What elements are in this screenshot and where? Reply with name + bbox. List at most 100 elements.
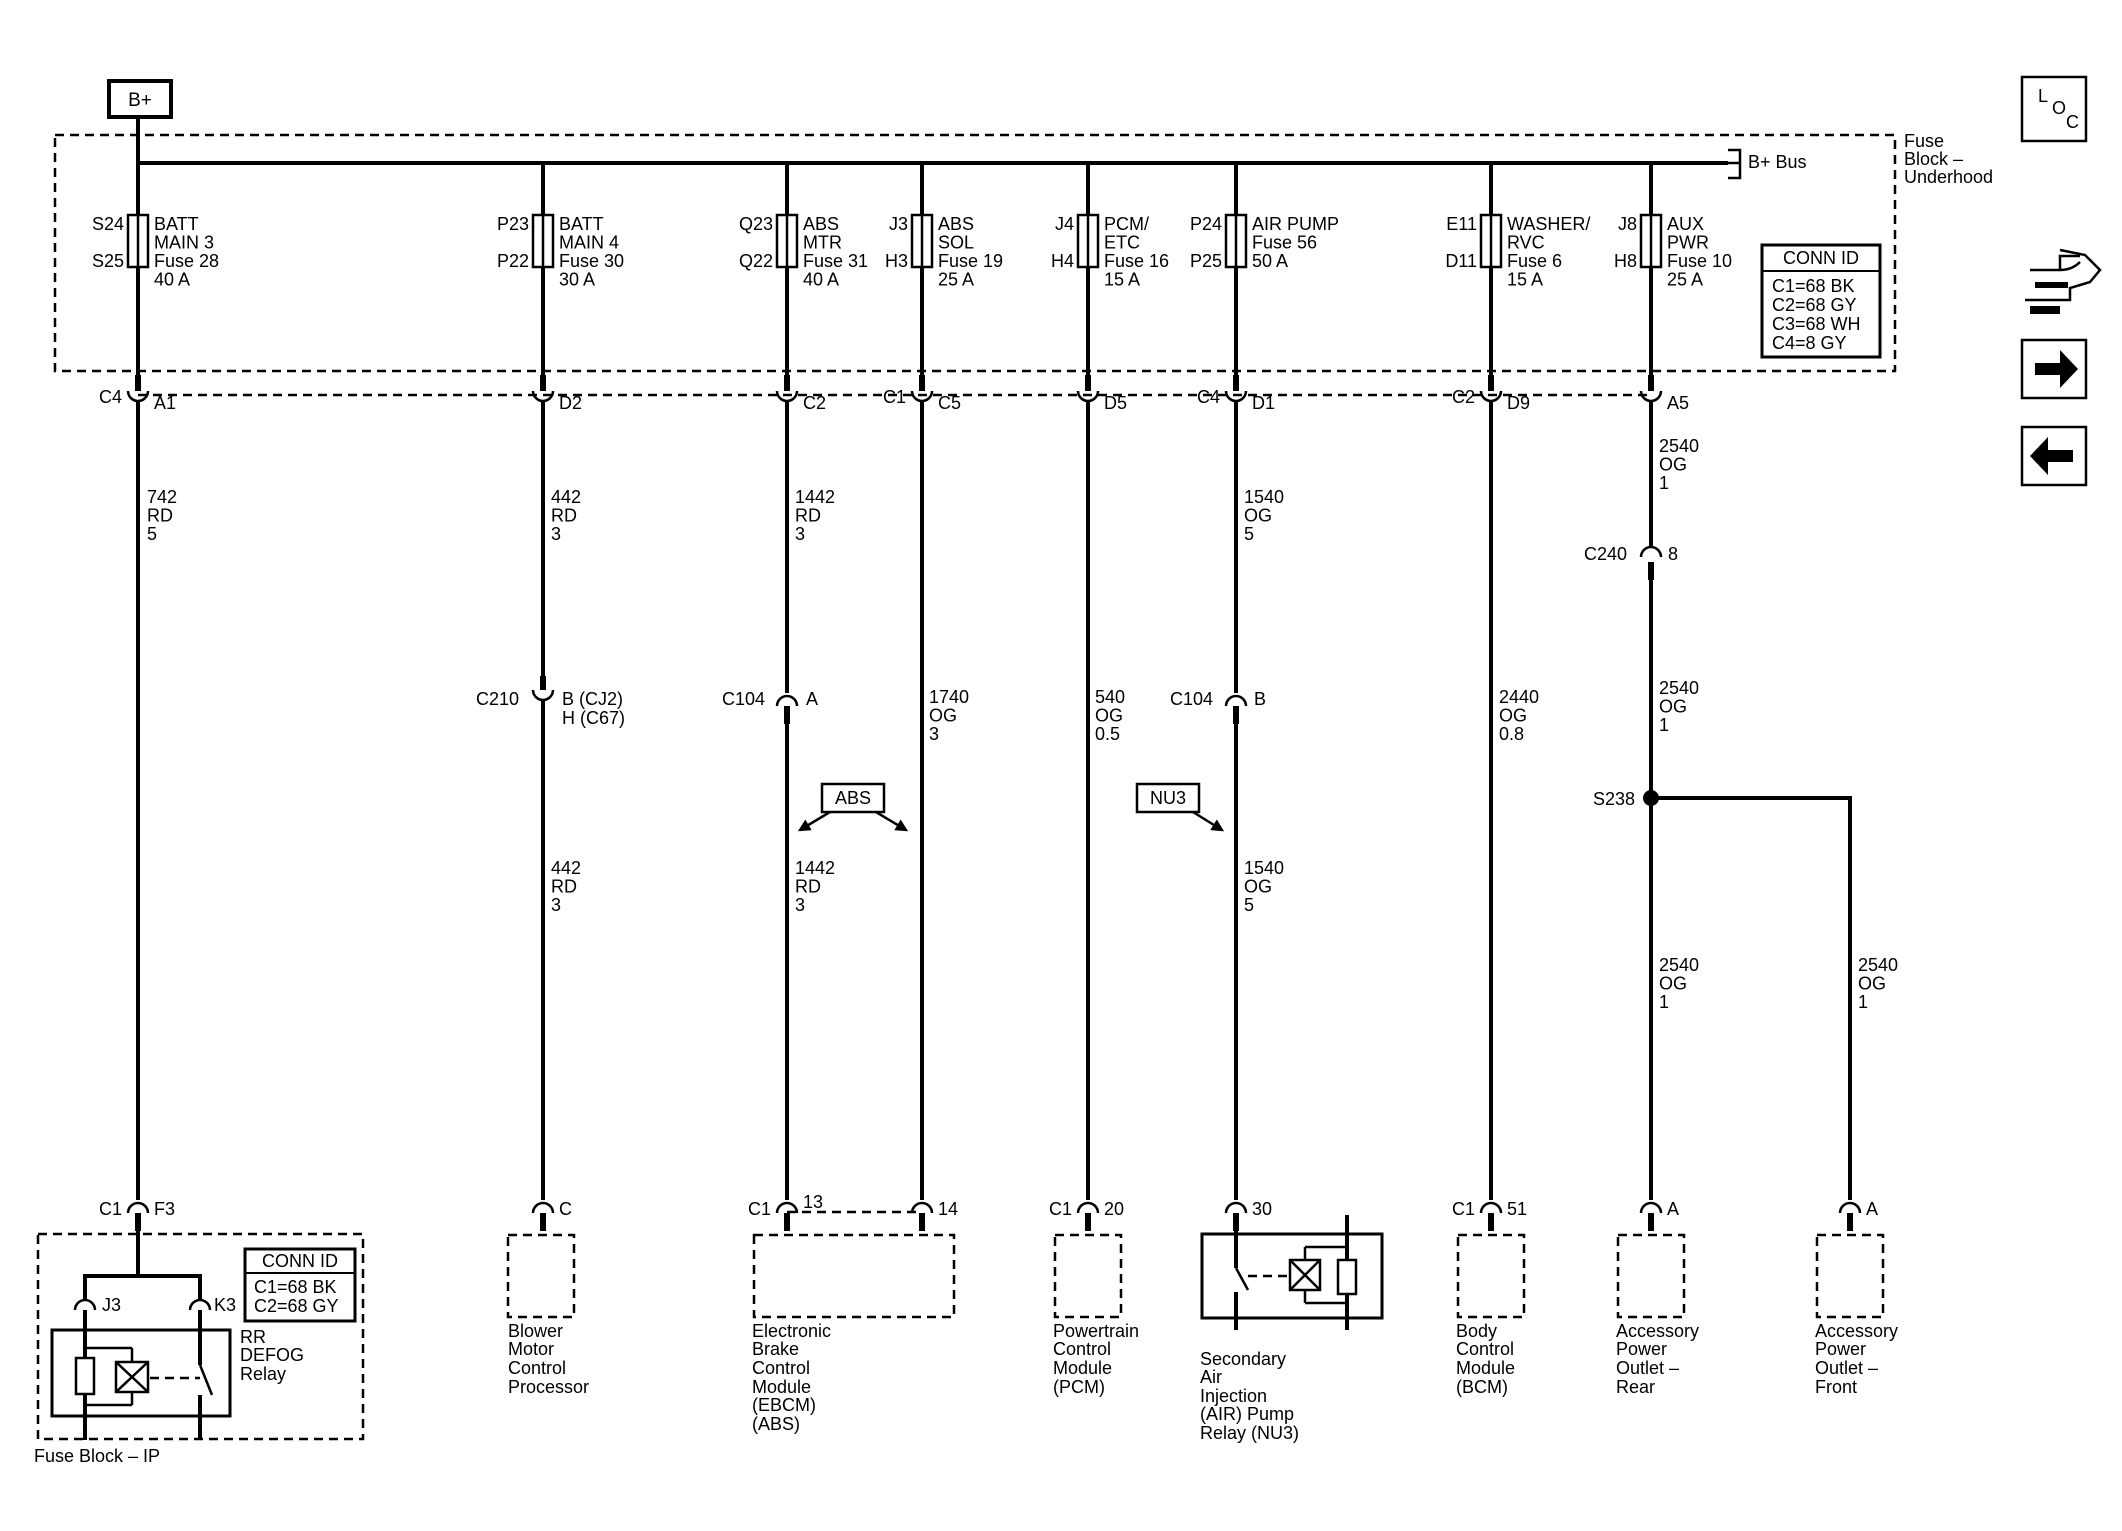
top-connector-2: C2 (775, 375, 826, 413)
svg-text:Fuse 16: Fuse 16 (1104, 251, 1169, 271)
svg-text:OG: OG (1659, 455, 1687, 475)
svg-text:5: 5 (1244, 895, 1254, 915)
bplus-label: B+ (107, 79, 173, 119)
svg-text:E11: E11 (1446, 214, 1477, 234)
svg-text:C210: C210 (476, 689, 519, 709)
electronic-brake-control-module (752, 1233, 956, 1319)
svg-text:P23: P23 (497, 214, 529, 234)
svg-text:30 A: 30 A (559, 270, 595, 290)
bottom-connector-7: A (1639, 1199, 1679, 1231)
svg-text:1: 1 (1659, 473, 1669, 493)
svg-text:2540: 2540 (1659, 678, 1699, 698)
apo-front-label: Accessory Power Outlet – Front (1815, 1321, 1898, 1397)
svg-text:25 A: 25 A (938, 270, 974, 290)
svg-text:NU3: NU3 (1150, 788, 1186, 808)
relay-terminal-k3: K3 (188, 1295, 236, 1315)
svg-text:3: 3 (551, 524, 561, 544)
svg-text:A: A (1866, 1199, 1878, 1219)
svg-text:P24: P24 (1190, 214, 1222, 234)
svg-text:5: 5 (147, 524, 157, 544)
svg-text:Fuse: Fuse (1904, 131, 1944, 151)
svg-text:OG: OG (1659, 697, 1687, 717)
svg-text:Accessory: Accessory (1616, 1321, 1699, 1341)
svg-text:OG: OG (1244, 877, 1272, 897)
pcm-label: Powertrain Control Module (PCM) (1053, 1321, 1139, 1397)
blower-label: Blower Motor Control Processor (508, 1321, 589, 1397)
svg-text:D2: D2 (559, 393, 582, 413)
svg-text:C2=68 GY: C2=68 GY (1772, 295, 1857, 315)
svg-text:Injection: Injection (1200, 1386, 1267, 1406)
svg-text:PWR: PWR (1667, 233, 1709, 253)
svg-text:Fuse 30: Fuse 30 (559, 251, 624, 271)
svg-text:BATT: BATT (559, 214, 604, 234)
svg-text:H8: H8 (1614, 251, 1637, 271)
svg-text:A5: A5 (1667, 393, 1689, 413)
fuse-block-underhood-title: Fuse Block – Underhood (1904, 131, 1993, 187)
svg-text:CONN ID: CONN ID (1783, 248, 1859, 268)
conn-id-table-bottom: CONN ID C1=68 BK C2=68 GY (243, 1247, 357, 1323)
svg-text:2540: 2540 (1659, 955, 1699, 975)
bcm-label: Body Control Module (BCM) (1456, 1321, 1515, 1397)
svg-text:RD: RD (795, 506, 821, 526)
svg-text:F3: F3 (154, 1199, 175, 1219)
svg-text:S24: S24 (92, 214, 124, 234)
svg-text:Front: Front (1815, 1377, 1857, 1397)
svg-text:C104: C104 (722, 689, 765, 709)
svg-text:Air: Air (1200, 1367, 1222, 1387)
svg-text:CONN ID: CONN ID (262, 1251, 338, 1271)
svg-text:C2: C2 (803, 393, 826, 413)
svg-text:RVC: RVC (1507, 233, 1545, 253)
svg-text:Fuse 56: Fuse 56 (1252, 233, 1317, 253)
svg-text:1740: 1740 (929, 687, 969, 707)
svg-text:RD: RD (551, 506, 577, 526)
top-connector-1: D2 (531, 375, 582, 413)
svg-text:(EBCM): (EBCM) (752, 1395, 816, 1415)
svg-text:Outlet –: Outlet – (1616, 1358, 1679, 1378)
accessory-power-outlet-rear (1616, 1233, 1686, 1319)
accessory-power-outlet-front (1815, 1233, 1885, 1319)
loc-button[interactable]: L O C (2020, 75, 2088, 143)
svg-text:C: C (559, 1199, 572, 1219)
secondary-air-injection-pump-relay (1200, 1215, 1384, 1330)
splice-s238 (1643, 790, 1659, 806)
svg-text:Block –: Block – (1904, 149, 1963, 169)
svg-text:K3: K3 (214, 1295, 236, 1315)
svg-text:Fuse 28: Fuse 28 (154, 251, 219, 271)
svg-text:MAIN 3: MAIN 3 (154, 233, 214, 253)
bplus-bus-label: B+ Bus (1748, 152, 1807, 172)
svg-text:C1: C1 (99, 1199, 122, 1219)
option-abs-indicator: ABS (797, 782, 909, 832)
svg-text:1: 1 (1858, 992, 1868, 1012)
svg-text:(AIR) Pump: (AIR) Pump (1200, 1404, 1294, 1424)
svg-text:H3: H3 (885, 251, 908, 271)
svg-text:1442: 1442 (795, 858, 835, 878)
svg-text:Brake: Brake (752, 1339, 799, 1359)
connector-view-icon[interactable] (2025, 248, 2102, 314)
svg-text:Fuse 6: Fuse 6 (1507, 251, 1562, 271)
svg-text:Blower: Blower (508, 1321, 563, 1341)
svg-text:Accessory: Accessory (1815, 1321, 1898, 1341)
previous-page-button[interactable] (2020, 425, 2088, 487)
svg-text:C2=68 GY: C2=68 GY (254, 1296, 339, 1316)
svg-text:C104: C104 (1170, 689, 1213, 709)
svg-text:C5: C5 (938, 393, 961, 413)
next-page-button[interactable] (2020, 338, 2088, 400)
svg-text:Electronic: Electronic (752, 1321, 831, 1341)
svg-text:2540: 2540 (1659, 436, 1699, 456)
body-control-module (1456, 1233, 1526, 1319)
svg-text:OG: OG (1244, 506, 1272, 526)
svg-text:2440: 2440 (1499, 687, 1539, 707)
svg-text:B+: B+ (128, 90, 152, 111)
